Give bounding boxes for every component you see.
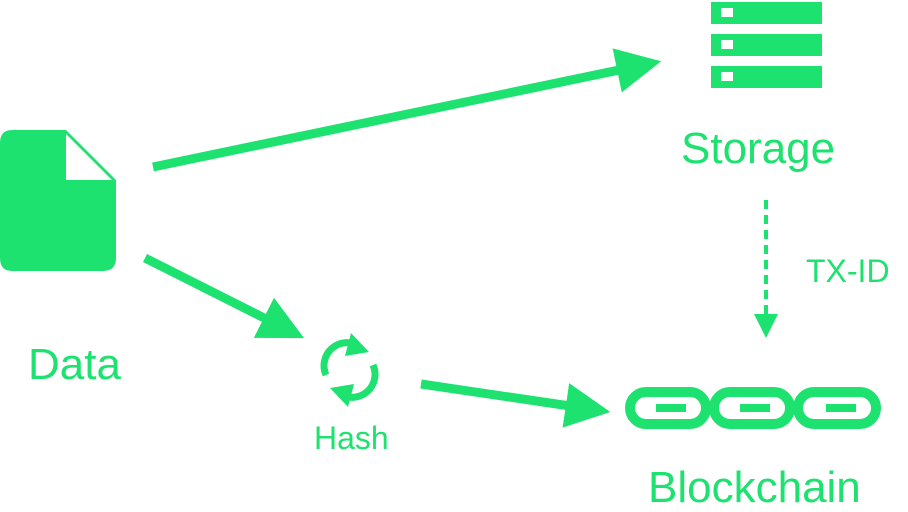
data-label: Data [28,340,121,389]
hash-label: Hash [314,420,389,456]
storage-label: Storage [681,124,836,173]
chain-link-icon [625,387,881,429]
edge-hash-blockchain [420,379,611,428]
document-icon [0,130,116,271]
server-stack-icon [711,2,822,88]
tx-id-label: TX-ID [806,253,890,289]
edge-data-hash [142,253,305,339]
blockchain-label: Blockchain [648,463,861,512]
refresh-cycle-icon [320,333,379,407]
edge-data-storage [152,48,662,172]
